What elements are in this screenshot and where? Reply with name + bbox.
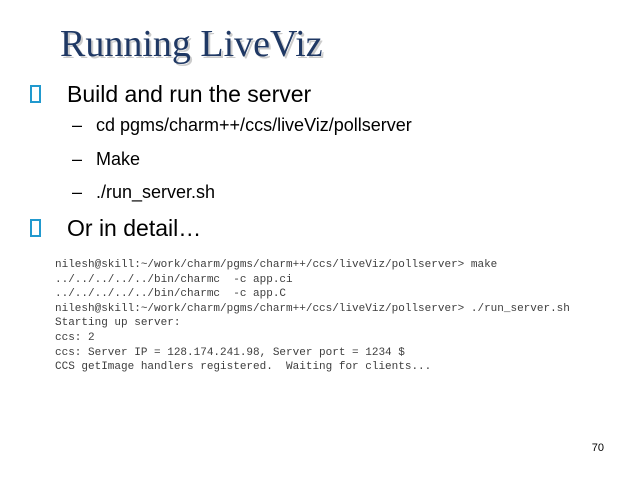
page-number: 70 <box>591 442 604 454</box>
sub-bullet-item-make: – Make <box>24 149 614 171</box>
dash-bullet-icon: – <box>72 148 83 169</box>
sub-bullet-item-cd: – cd pgms/charm++/ccs/liveViz/pollserver <box>24 115 614 137</box>
dash-bullet-icon: – <box>72 115 83 136</box>
bullet-label: Or in detail… <box>67 215 202 242</box>
slide-body: Build and run the server – cd pgms/charm… <box>24 81 614 249</box>
terminal-line: nilesh@skill:~/work/charm/pgms/charm++/c… <box>55 302 570 315</box>
terminal-line: ../../../../../bin/charmc -c app.C <box>55 288 287 301</box>
slide-title: Running LiveViz <box>60 23 323 65</box>
sub-bullet-list: – cd pgms/charm++/ccs/liveViz/pollserver… <box>24 115 614 204</box>
terminal-line: ../../../../../bin/charmc -c app.ci <box>55 273 293 286</box>
square-bullet-icon <box>30 85 41 103</box>
terminal-output: nilesh@skill:~/work/charm/pgms/charm++/c… <box>55 258 615 375</box>
sub-bullet-item-run-server: – ./run_server.sh <box>24 182 614 204</box>
terminal-line: ccs: 2 <box>55 331 95 344</box>
sub-bullet-label: ./run_server.sh <box>96 182 216 203</box>
terminal-line: nilesh@skill:~/work/charm/pgms/charm++/c… <box>55 259 498 271</box>
square-bullet-icon <box>30 219 41 238</box>
sub-bullet-label: cd pgms/charm++/ccs/liveViz/pollserver <box>96 115 412 136</box>
bullet-item-build-and-run: Build and run the server <box>24 81 614 107</box>
terminal-line: Starting up server: <box>55 317 181 330</box>
bullet-item-or-in-detail: Or in detail… <box>24 215 614 242</box>
bullet-label: Build and run the server <box>67 81 312 107</box>
sub-bullet-label: Make <box>96 148 141 169</box>
terminal-line: CCS getImage handlers registered. Waitin… <box>55 361 432 374</box>
terminal-line: ccs: Server IP = 128.174.241.98, Server … <box>55 346 405 359</box>
dash-bullet-icon: – <box>72 182 83 203</box>
